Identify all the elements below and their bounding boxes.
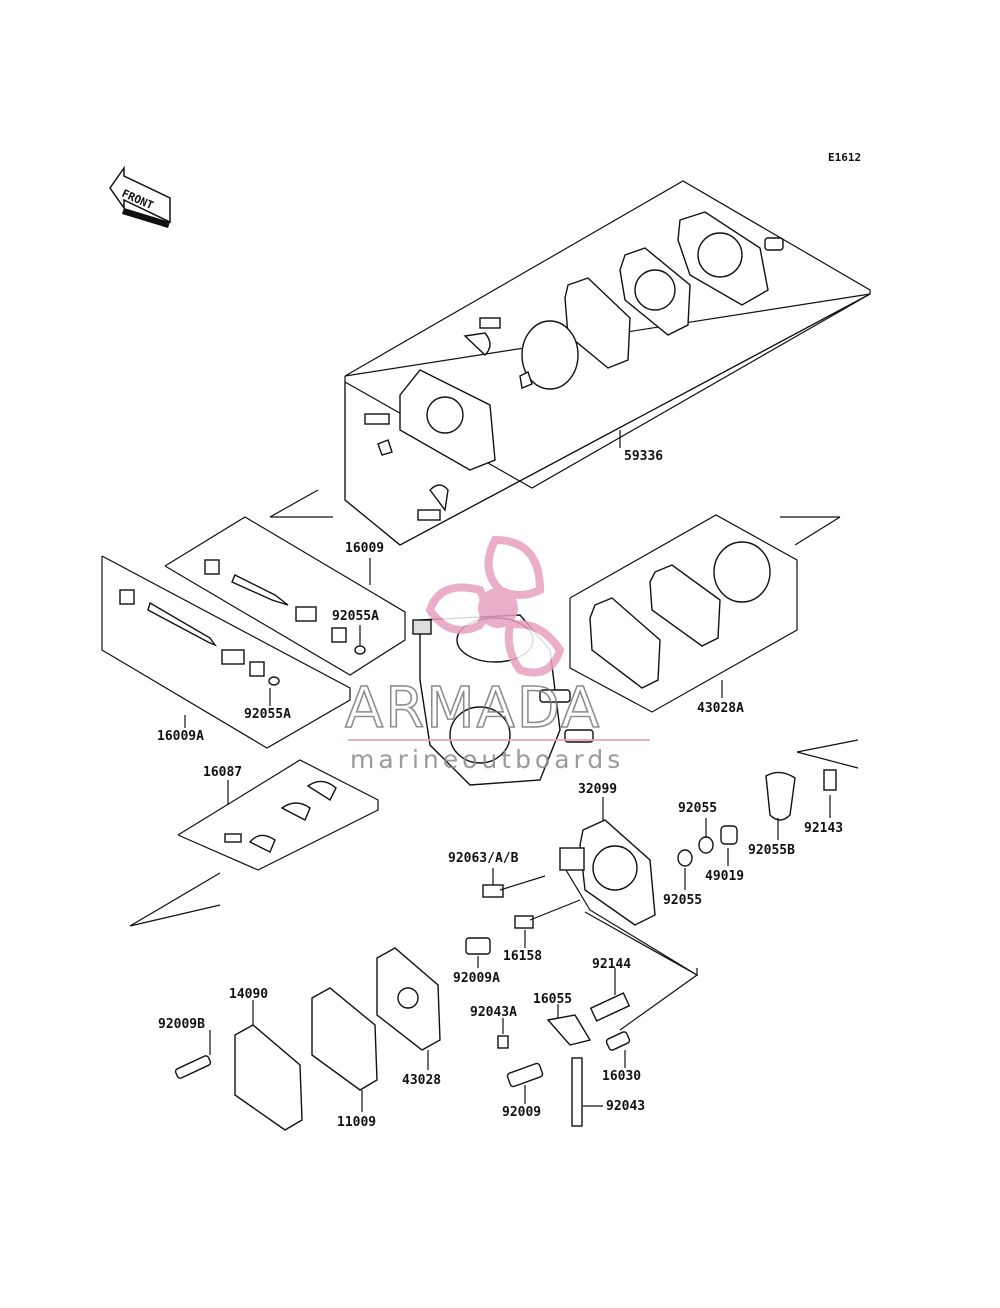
part-label: 92055 (663, 893, 702, 908)
nut-2 (377, 439, 393, 456)
part-label: 11009 (337, 1115, 376, 1130)
part-label: 16009 (345, 541, 384, 556)
plate-3 (306, 780, 337, 802)
propeller-logo-icon (425, 535, 565, 677)
screw-92043A (497, 1035, 509, 1049)
screw-16158 (514, 915, 534, 929)
watermark-tagline: marineoutboards (350, 745, 624, 774)
front-arrow-icon: FRONT (109, 165, 171, 228)
screw-2 (364, 413, 390, 425)
screw-92009 (506, 1062, 544, 1088)
part-label: 92055 (678, 801, 717, 816)
plate-1 (248, 834, 276, 853)
spring (221, 649, 245, 665)
gasket-2 (564, 277, 631, 369)
o-ring-92055-2 (698, 836, 714, 854)
needle (231, 574, 289, 606)
washer (249, 661, 265, 677)
part-label: 92055A (332, 609, 379, 624)
gasket-a (589, 597, 661, 689)
gasket-1 (619, 247, 691, 336)
pump-body (399, 369, 496, 471)
o-ring (354, 645, 366, 655)
spring-92144 (589, 992, 631, 1022)
part-label: 16030 (602, 1069, 641, 1084)
part-label: 92009A (453, 971, 500, 986)
screw (224, 833, 242, 843)
diaphragm (521, 320, 579, 390)
watermark: ARMADA marineoutboards (344, 535, 650, 774)
needle-16030 (605, 1031, 631, 1051)
gasket-b (649, 564, 721, 647)
part-label: 43028 (402, 1073, 441, 1088)
part-label: 92043A (470, 1005, 517, 1020)
diaphragm-b (713, 541, 771, 603)
pump-body-32099: 32099 (559, 782, 698, 977)
spring (295, 606, 317, 622)
part-label: 49019 (705, 869, 744, 884)
washer (331, 627, 347, 643)
diagram-code: E1612 (828, 151, 861, 164)
part-label: 32099 (578, 782, 617, 797)
part-label: 92063/A/B (448, 851, 519, 866)
assembly-box-43028A: 43028A (569, 514, 798, 716)
watermark-brand: ARMADA (345, 676, 601, 741)
part-label: 92055B (748, 843, 795, 858)
plug-49019 (720, 825, 738, 845)
part-label: 59336 (624, 449, 663, 464)
part-label: 92043 (606, 1099, 645, 1114)
screw-92009B (174, 1055, 212, 1079)
assembly-box-16009A: 92055A 16009A (101, 555, 351, 749)
part-label: 16158 (503, 949, 542, 964)
screw-1 (479, 317, 501, 329)
part-label: 92009B (158, 1017, 205, 1032)
assembly-box-16009: 16009 92055A (164, 516, 406, 676)
part-label: 92143 (804, 821, 843, 836)
cover-92055B (765, 771, 796, 821)
diaphragm-43028: 43028 (376, 947, 441, 1088)
part-label: 92144 (592, 957, 631, 972)
gasket-11009: 11009 (311, 987, 378, 1130)
valve-1 (463, 332, 491, 356)
valve-2 (429, 484, 449, 512)
screw-3 (417, 509, 441, 521)
part-label: 16055 (533, 992, 572, 1007)
part-label: 16087 (203, 765, 242, 780)
nut-1 (519, 371, 533, 389)
screw-92063 (482, 884, 504, 898)
pin-92043 (571, 1057, 583, 1127)
assembly-box-59336: 59336 (344, 180, 871, 546)
part-label: 92009 (502, 1105, 541, 1120)
screw-cap (119, 589, 135, 605)
lever-16055 (546, 1014, 592, 1046)
assembly-box-16087: 16087 (177, 759, 379, 871)
part-label: 43028A (697, 701, 744, 716)
screw-cap (204, 559, 220, 575)
bolt-92009A (465, 937, 491, 955)
part-label: 16009A (157, 729, 204, 744)
part-label: 14090 (229, 987, 268, 1002)
plate-2 (280, 802, 311, 821)
cover-plate (677, 211, 784, 306)
part-label: 92055A (244, 707, 291, 722)
o-ring-92055 (677, 849, 693, 867)
needle (147, 601, 218, 647)
lower-cover-14090: 14090 (229, 987, 303, 1131)
clip-92143 (823, 769, 837, 791)
o-ring (268, 676, 280, 686)
